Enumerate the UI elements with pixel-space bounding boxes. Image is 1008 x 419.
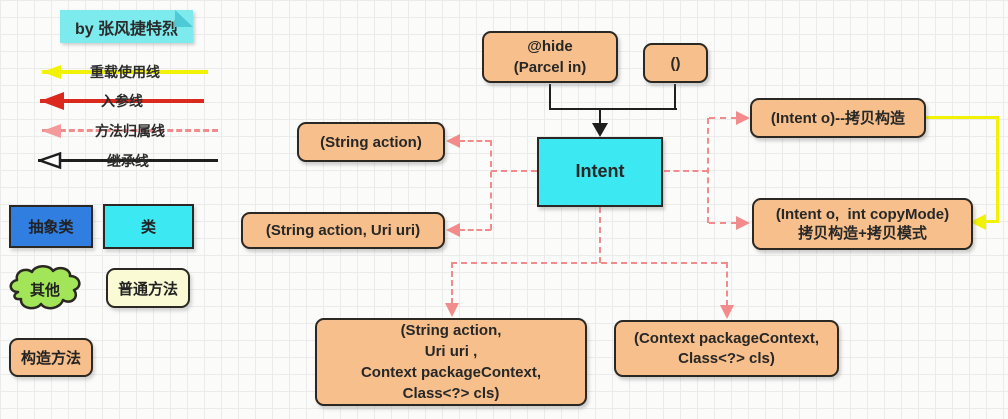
legend-overload-label: 重载使用线: [90, 64, 160, 80]
legend-class-label: 类: [140, 219, 156, 236]
author-note[interactable]: by 张风捷特烈: [60, 10, 193, 43]
left-arrow-icon: [42, 124, 61, 138]
node-hide-parcel[interactable]: @hide (Parcel in): [482, 31, 618, 83]
yellow-connector-segment: [985, 220, 999, 223]
node-intent-copy[interactable]: (Intent o)--拷贝构造: [750, 98, 926, 138]
pink-connector-segment: [491, 170, 537, 172]
node-intent-copy-label: (Intent o)--拷贝构造: [770, 109, 906, 127]
node-context-class-label: (Context packageContext, Class<?> cls): [633, 330, 820, 367]
inparam-line: [40, 99, 204, 103]
node-intent[interactable]: Intent: [537, 137, 663, 207]
left-arrow-icon: [446, 134, 460, 148]
legend-inparam-label: 入参线: [101, 93, 143, 109]
pink-connector-segment: [599, 207, 601, 263]
author-note-label: by 张风捷特烈: [74, 20, 179, 38]
yellow-connector-segment: [996, 116, 999, 223]
folded-corner-icon: [175, 10, 193, 27]
right-arrow-icon: [736, 216, 750, 230]
node-four-args[interactable]: (String action, Uri uri , Context packag…: [315, 318, 587, 406]
node-string-action[interactable]: (String action): [297, 122, 445, 162]
pink-connector-segment: [459, 140, 491, 142]
node-intent-copymode-label: (Intent o, int copyMode) 拷贝构造+拷贝模式: [775, 205, 950, 243]
legend-inherit-line: 继承线: [38, 152, 218, 170]
legend-abstract-class-label: 抽象类: [28, 219, 74, 236]
legend-normal-method-node[interactable]: 普通方法: [106, 268, 190, 308]
pink-connector-segment: [490, 140, 492, 230]
pink-connector-segment: [707, 118, 709, 223]
node-context-class[interactable]: (Context packageContext, Class<?> cls): [614, 320, 839, 377]
legend-constructor-label: 构造方法: [20, 350, 81, 367]
legend-normal-method-label: 普通方法: [117, 280, 178, 298]
yellow-connector-segment: [926, 116, 999, 119]
pink-connector-segment: [664, 170, 708, 172]
black-connector-segment: [549, 108, 677, 110]
pink-connector-segment: [709, 117, 737, 119]
node-hide-parcel-label: @hide (Parcel in): [513, 38, 587, 76]
belong-line: [42, 129, 218, 132]
legend-class-node[interactable]: 类: [103, 204, 194, 249]
hollow-left-arrow-icon: [38, 152, 62, 169]
inherit-line: [38, 159, 218, 162]
overload-line: [42, 70, 208, 74]
node-string-action-uri-label: (String action, Uri uri): [265, 222, 421, 239]
pink-connector-segment: [459, 229, 491, 231]
node-string-action-label: (String action): [320, 133, 422, 151]
node-empty-constructor-label: (): [670, 54, 681, 72]
left-arrow-icon: [446, 223, 460, 237]
legend-belong-label: 方法归属线: [95, 123, 165, 139]
legend-other-node[interactable]: 其他: [7, 263, 83, 315]
pink-connector-segment: [709, 222, 737, 224]
legend-belong-line: 方法归属线: [42, 122, 218, 140]
black-connector-segment: [674, 84, 676, 110]
legend-other-label: 其他: [29, 281, 60, 299]
left-arrow-icon: [970, 214, 986, 230]
legend-overload-line: 重载使用线: [42, 63, 208, 81]
black-connector-segment: [599, 108, 601, 125]
pink-connector-segment: [451, 262, 453, 304]
node-intent-copymode[interactable]: (Intent o, int copyMode) 拷贝构造+拷贝模式: [752, 198, 973, 250]
pink-connector-segment: [726, 262, 728, 306]
pink-connector-segment: [451, 262, 727, 264]
left-arrow-icon: [40, 92, 64, 110]
legend-constructor-node[interactable]: 构造方法: [9, 338, 93, 377]
cloud-icon: [9, 265, 81, 310]
legend-abstract-class-node[interactable]: 抽象类: [9, 205, 93, 248]
legend-inparam-line: 入参线: [40, 92, 204, 110]
down-arrow-icon: [445, 303, 459, 317]
right-arrow-icon: [736, 111, 750, 125]
node-four-args-label: (String action, Uri uri , Context packag…: [360, 322, 542, 402]
node-intent-label: Intent: [575, 161, 625, 182]
down-arrow-icon: [592, 123, 608, 137]
legend-inherit-label: 继承线: [107, 153, 149, 169]
left-arrow-icon: [42, 65, 61, 79]
node-string-action-uri[interactable]: (String action, Uri uri): [241, 212, 445, 249]
down-arrow-icon: [720, 305, 734, 319]
node-empty-constructor[interactable]: (): [643, 43, 708, 83]
black-connector-segment: [549, 84, 551, 110]
